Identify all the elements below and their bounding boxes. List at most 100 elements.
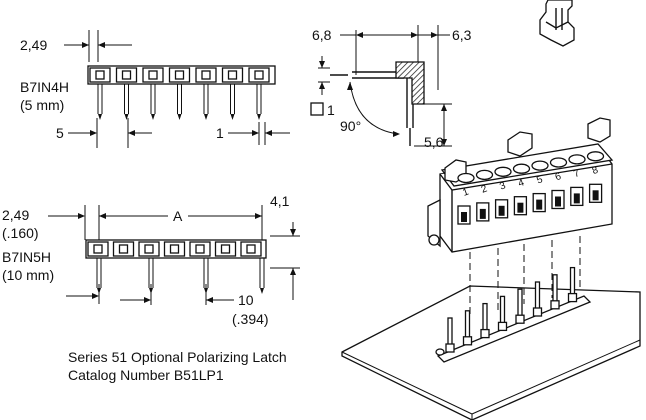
arrow-head [319, 82, 325, 89]
caption-line-2: Catalog Number B51LP1 [68, 367, 224, 383]
bottom-pitch-dim-label: 2,49 [2, 207, 29, 223]
screw-hole [457, 172, 475, 184]
screw-hole [512, 163, 531, 174]
wire-opening-inner [592, 190, 599, 201]
arrow-head [393, 131, 400, 137]
polarizing-latch [587, 117, 611, 143]
header-cell-socket [93, 244, 103, 254]
dim-A-label: A [173, 208, 183, 224]
header-cell-socket [246, 244, 256, 254]
top-dim-1-label: 1 [216, 125, 224, 141]
dim-6-3-label: 6,3 [452, 27, 472, 43]
board-header-pins [435, 266, 592, 363]
board-pin-base [462, 336, 473, 346]
position-number: 6 [554, 171, 563, 183]
arrow-head [82, 42, 89, 48]
angle-label: 90° [340, 118, 361, 134]
wire-opening-inner [555, 196, 561, 207]
position-number: 2 [480, 183, 489, 195]
alignment-lines [469, 236, 581, 318]
top-part-number: B7IN4H [20, 79, 69, 95]
header-cell-socket [95, 70, 105, 80]
wire-opening-inner [536, 199, 543, 210]
wire-opening-inner [479, 208, 486, 219]
pcb-board [341, 285, 641, 420]
header-cell-socket [174, 70, 185, 80]
header-pin-tip [177, 114, 182, 120]
position-number: 8 [591, 165, 600, 177]
screw-hole [549, 157, 568, 168]
header-pin-tip [204, 114, 208, 120]
arrow-head [411, 32, 418, 38]
board-pin-base [515, 314, 525, 324]
header-cell-socket [254, 70, 264, 80]
dim-4-1-label: 4,1 [270, 193, 290, 209]
arrow-head [441, 139, 447, 146]
bottom-pitch-inch-label: (.160) [2, 225, 39, 241]
dim-5-6-label: 5,6 [424, 134, 444, 150]
dim-6-8-label: 6,8 [312, 27, 332, 43]
side-latch-hole [428, 234, 440, 246]
dim-10-label: 10 [238, 292, 254, 308]
header-cell-socket [227, 70, 238, 80]
board-pin-base [532, 307, 543, 317]
top-part-size: (5 mm) [20, 97, 64, 113]
wire-opening-inner [573, 193, 580, 204]
screw-hole [475, 169, 494, 181]
square-label: 1 [327, 102, 335, 118]
wire-opening-inner [498, 205, 505, 216]
top-header-pins [97, 84, 262, 120]
header-pin-tip [98, 114, 102, 120]
header-cell-socket [195, 244, 205, 254]
arrow-head [90, 130, 97, 136]
header-pin-tip [260, 288, 264, 294]
header-cell-socket [201, 70, 211, 80]
polarizing-latch [507, 131, 533, 157]
arrow-head [347, 82, 353, 90]
header-pin-tip [257, 114, 261, 120]
side-latch [427, 198, 441, 248]
terminal-screw-holes [457, 151, 605, 184]
screw-hole [494, 166, 512, 177]
board-pin-base [445, 343, 455, 353]
top-pitch-dim-label: 2,49 [20, 37, 47, 53]
side-view-drawing: 6,8 6,3 1 90° [310, 25, 472, 150]
arrow-head [92, 293, 99, 299]
header-cell-socket [148, 70, 158, 80]
bottom-header-cells [87, 241, 262, 257]
position-number: 3 [498, 180, 507, 192]
board-pin-base [497, 321, 508, 332]
screw-hole [586, 151, 605, 162]
arrow-head [319, 61, 325, 68]
bottom-header-drawing: 2,49 (.160) A 4,1 B7IN5H (10 mm) [2, 193, 300, 327]
header-cell-socket [220, 244, 231, 254]
arrow-head [98, 42, 105, 48]
header-pin-tip [151, 114, 155, 120]
square-symbol [310, 102, 324, 116]
wire-opening-inner [517, 202, 524, 213]
top-pitch-5-label: 5 [56, 125, 64, 141]
top-header-cells [89, 67, 270, 83]
arrow-head [252, 130, 259, 136]
position-number: 7 [572, 168, 581, 180]
header-pin-tip [230, 114, 235, 120]
terminal-wire-openings [457, 183, 603, 225]
caption-line-1: Series 51 Optional Polarizing Latch [68, 349, 287, 365]
bottom-part-number: B7IN5H [2, 249, 51, 265]
partial-latch-drawing [539, 0, 575, 47]
screw-hole [568, 154, 586, 165]
board-pin-base [480, 328, 490, 339]
header-cell-socket [121, 70, 132, 80]
header-cell-socket [118, 244, 129, 254]
arrow-head [144, 297, 151, 303]
bottom-header-pins [96, 258, 265, 294]
board-pin-base [567, 292, 578, 303]
position-number: 1 [461, 186, 470, 198]
arrow-head [431, 32, 438, 38]
top-header-drawing: 2,49 B7IN4H (5 mm) 5 1 [20, 30, 290, 148]
arrow-head [255, 213, 262, 219]
screw-hole [531, 160, 549, 171]
position-number: 5 [535, 174, 544, 186]
